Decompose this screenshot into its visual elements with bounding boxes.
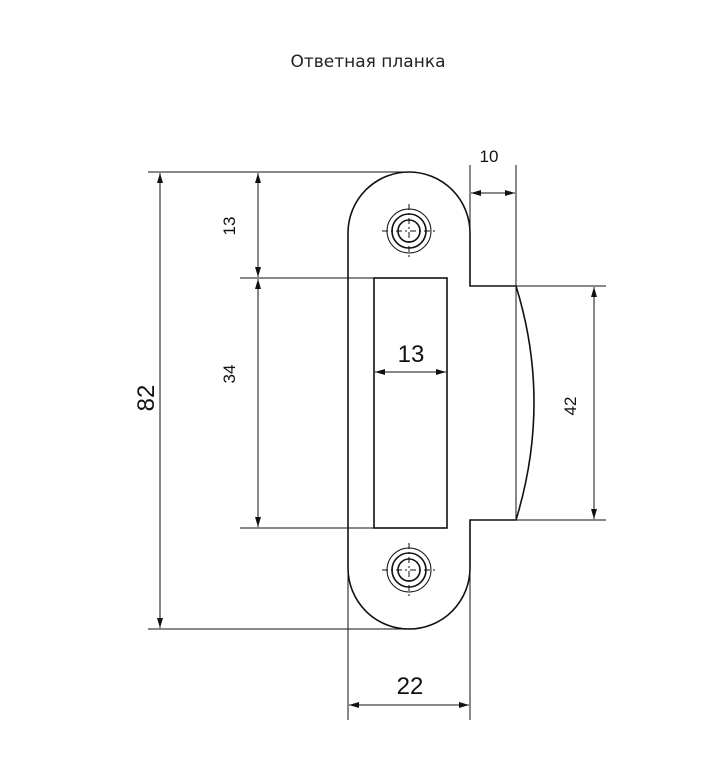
dim-label-tongue-depth: 10: [480, 147, 499, 166]
dim-label-total-height: 82: [133, 385, 160, 412]
dim-label-tongue-height: 42: [561, 397, 580, 416]
top-screw-hole: [382, 204, 436, 258]
dim-label-slot-height: 34: [220, 365, 239, 384]
dim-label-top-offset: 13: [220, 217, 239, 236]
latch-slot: [373, 277, 448, 529]
dim-label-slot-width: 13: [398, 341, 425, 368]
drawing-title: Ответная планка: [290, 52, 446, 72]
extension-lines: [148, 165, 606, 720]
strike-plate-outline: [347, 171, 535, 630]
bottom-screw-hole: [382, 543, 436, 597]
dim-label-plate-width: 22: [397, 673, 424, 700]
